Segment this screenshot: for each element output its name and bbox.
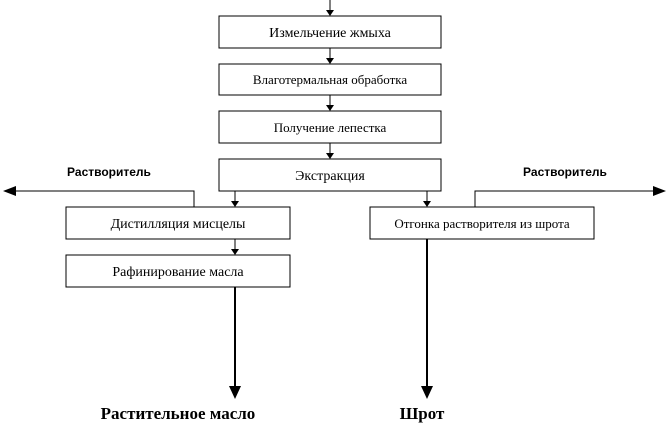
step-distillation-label: Дистилляция мисцелы bbox=[111, 217, 246, 232]
connector-arrow bbox=[326, 95, 334, 111]
step-moisture-heat-label: Влаготермальная обработка bbox=[253, 72, 408, 87]
connector-arrow bbox=[326, 48, 334, 64]
step-refining-label: Рафинирование масла bbox=[112, 265, 244, 280]
connector-arrow bbox=[326, 143, 334, 159]
oil-output-arrow bbox=[229, 287, 241, 399]
step-grinding: Измельчение жмыха bbox=[218, 15, 442, 49]
solvent-left-label: Растворитель bbox=[67, 165, 151, 179]
solvent-right-label: Растворитель bbox=[523, 165, 607, 179]
step-solvent-stripping: Отгонка растворителя из шрота bbox=[369, 206, 595, 240]
step-distillation: Дистилляция мисцелы bbox=[65, 206, 291, 240]
step-stripping-label: Отгонка растворителя из шрота bbox=[394, 216, 570, 231]
step-extraction: Экстракция bbox=[218, 158, 442, 192]
connector-arrow bbox=[423, 191, 431, 207]
solvent-right-arrow bbox=[474, 186, 666, 207]
product-oil-label: Растительное масло bbox=[101, 404, 256, 423]
meal-output-arrow bbox=[421, 239, 433, 399]
step-petal: Получение лепестка bbox=[218, 110, 442, 144]
step-refining: Рафинирование масла bbox=[65, 254, 291, 288]
solvent-left-arrow bbox=[3, 186, 195, 207]
connector-arrow bbox=[231, 191, 239, 207]
step-grinding-label: Измельчение жмыха bbox=[269, 26, 392, 41]
input-arrow bbox=[326, 0, 334, 16]
step-moisture-heat-treatment: Влаготермальная обработка bbox=[218, 63, 442, 96]
product-meal-label: Шрот bbox=[400, 404, 445, 423]
connector-arrow bbox=[231, 239, 239, 255]
step-extraction-label: Экстракция bbox=[295, 169, 365, 184]
step-petal-label: Получение лепестка bbox=[274, 120, 387, 135]
